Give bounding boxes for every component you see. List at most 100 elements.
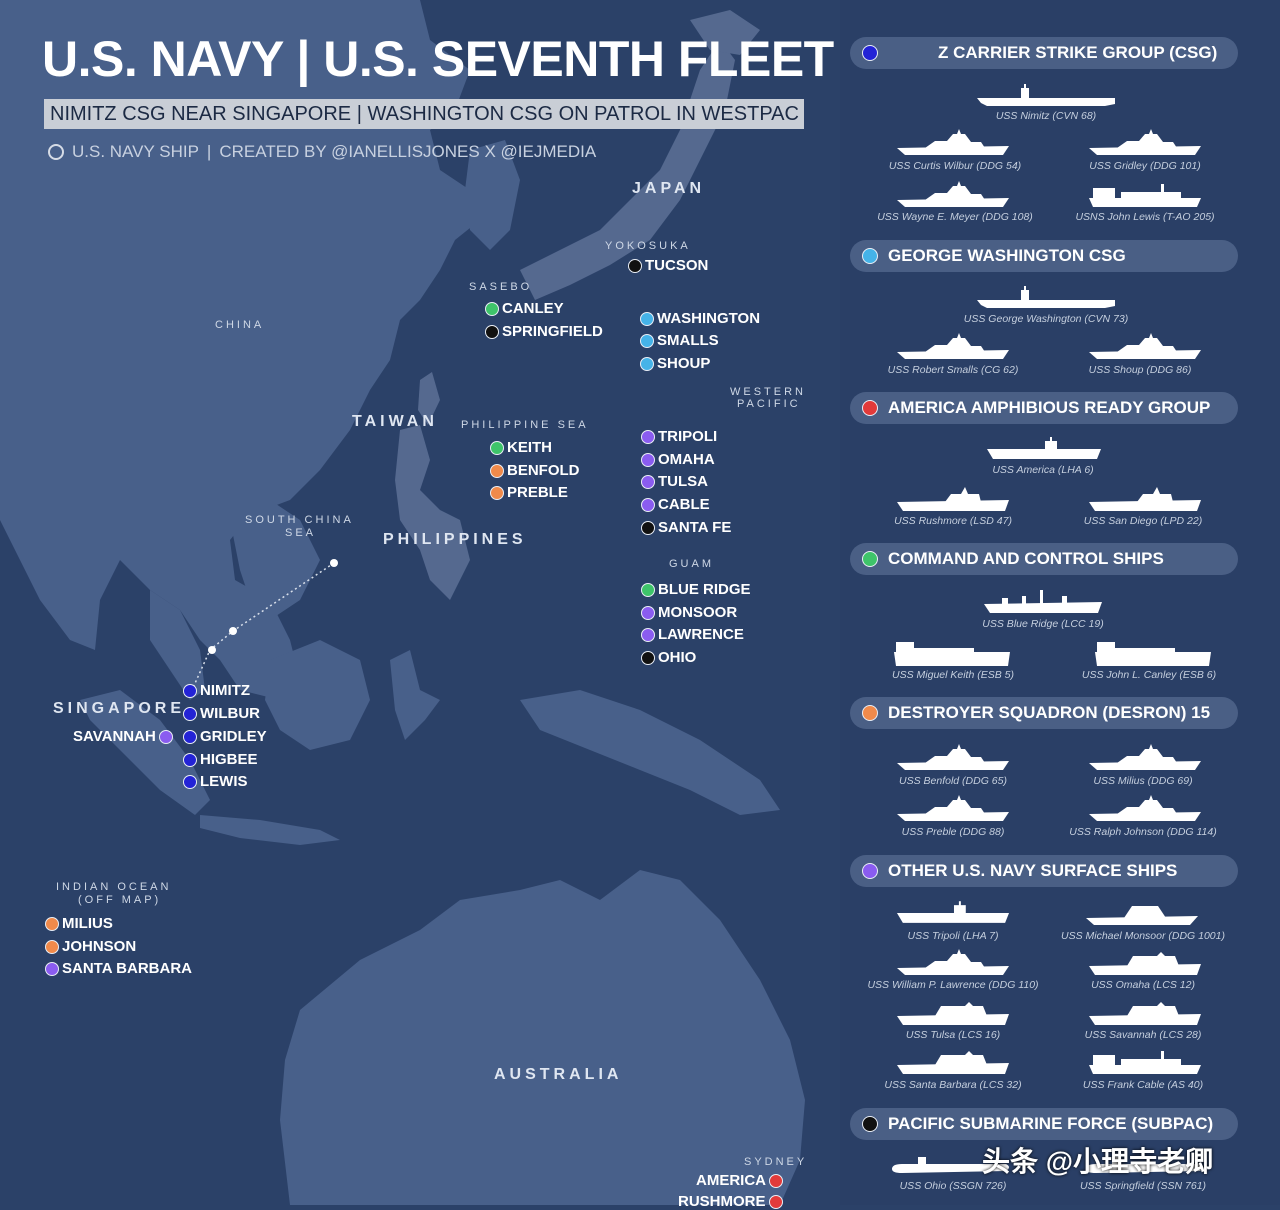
nimitz-route [191,562,335,691]
ship-marker-shoup[interactable]: SHOUP [640,355,710,372]
ship-caption: USS Frank Cable (AS 40) [1082,1079,1204,1091]
ship-marker-cable[interactable]: CABLE [641,496,710,513]
borneo [265,640,370,750]
region-china: CHINA [215,319,265,331]
ship-marker-savannah[interactable]: SAVANNAH [73,728,173,745]
ship-marker-wilbur[interactable]: WILBUR [183,705,260,722]
group-header-other-surface: OTHER U.S. NAVY SURFACE SHIPS [850,855,1238,887]
region-south-china-sea-1: SOUTH CHINA [245,514,354,526]
ship-caption: USS San Diego (LPD 22) [1083,515,1203,527]
ship-dot [490,440,504,455]
ship-marker-rushmore[interactable]: RUSHMORE [678,1193,783,1210]
ship-marker-blue-ridge[interactable]: BLUE RIDGE [641,581,751,598]
ship-dot [183,729,197,744]
ship-label: OMAHA [658,451,715,468]
ship-dot [158,729,173,744]
ship-caption: USS Tripoli (LHA 7) [907,930,999,942]
ship-dot [45,916,59,931]
ship-marker-smalls[interactable]: SMALLS [640,332,719,349]
ship-marker-santa-barbara[interactable]: SANTA BARBARA [45,960,192,977]
java [200,815,340,845]
ship-label: JOHNSON [62,938,137,955]
ship-label: CABLE [658,496,710,513]
ship-caption: USS Benfold (DDG 65) [899,775,1007,787]
ship-marker-johnson[interactable]: JOHNSON [45,938,136,955]
ship-caption: USS William P. Lawrence (DDG 110) [867,979,1039,991]
korea [465,140,520,250]
ship-dot [640,333,654,348]
ship-caption: USS Tulsa (LCS 16) [905,1029,1001,1041]
region-yokosuka: YOKOSUKA [605,240,691,252]
ship-dot [641,605,655,620]
ship-marker-omaha[interactable]: OMAHA [641,451,715,468]
destroyer-silhouette-icon [1087,794,1203,824]
ship-label: OHIO [658,649,697,666]
ship-marker-monsoor[interactable]: MONSOOR [641,604,737,621]
ship-caption: USS Curtis Wilbur (DDG 54) [888,160,1022,172]
group-title: PACIFIC SUBMARINE FORCE (SUBPAC) [888,1114,1214,1133]
ship-label: SHOUP [657,355,711,372]
ship-label: RUSHMORE [678,1193,766,1210]
ship-caption: USS Michael Monsoor (DDG 1001) [1061,930,1225,942]
region-taiwan: TAIWAN [352,413,438,430]
region-philippines: PHILIPPINES [383,531,527,548]
ship-caption: USS Omaha (LCS 12) [1091,979,1195,991]
ship-dot [45,939,59,954]
carrier-silhouette-icon [975,84,1117,110]
ship-dot [183,706,197,721]
ship-label: WILBUR [200,705,260,722]
ship-caption: USS Ohio (SSGN 726) [899,1180,1007,1192]
ship-marker-springfield[interactable]: SPRINGFIELD [485,323,603,340]
credit-text: CREATED BY @IANELLISJONES X @IEJMEDIA [219,142,597,161]
littoral-combat-ship-silhouette-icon [895,998,1011,1028]
ship-marker-canley[interactable]: CANLEY [485,300,564,317]
legend-line: U.S. NAVY SHIP | CREATED BY @IANELLISJON… [48,142,596,162]
destroyer-silhouette-icon [1087,128,1203,158]
destroyer-silhouette-icon [895,743,1011,773]
ship-marker-nimitz[interactable]: NIMITZ [183,682,250,699]
ship-dot [628,258,642,273]
ship-dot [640,356,654,371]
ship-marker-benfold[interactable]: BENFOLD [490,462,580,479]
destroyer-silhouette-icon [895,180,1011,210]
ship-marker-washington[interactable]: WASHINGTON [640,310,760,327]
indochina [230,500,320,620]
ship-label: BENFOLD [507,462,580,479]
ship-marker-tulsa[interactable]: TULSA [641,473,708,490]
ship-caption: USS Blue Ridge (LCC 19) [982,618,1104,630]
ship-marker-higbee[interactable]: HIGBEE [183,751,258,768]
dock-landing-ship-silhouette-icon [895,484,1011,514]
region-guam: GUAM [669,558,714,570]
ship-marker-santa-fe[interactable]: SANTA FE [641,519,731,536]
ship-marker-ohio[interactable]: OHIO [641,649,696,666]
ship-dot [641,474,655,489]
region-sydney: SYDNEY [744,1156,808,1168]
malay-peninsula [150,590,205,700]
ship-label: TULSA [658,473,708,490]
group-header-csg-z: Z CARRIER STRIKE GROUP (CSG) [850,37,1238,69]
region-australia: AUSTRALIA [494,1066,623,1083]
ship-label: SPRINGFIELD [502,323,603,340]
amphibious-assault-ship-silhouette-icon [985,437,1103,463]
ship-marker-lewis[interactable]: LEWIS [183,773,248,790]
expeditionary-base-silhouette-icon [1093,640,1213,668]
ship-label: LAWRENCE [658,626,744,643]
ship-marker-gridley[interactable]: GRIDLEY [183,728,267,745]
ship-marker-lawrence[interactable]: LAWRENCE [641,626,744,643]
ship-dot [641,650,655,665]
group-header-subpac: PACIFIC SUBMARINE FORCE (SUBPAC) [850,1108,1238,1140]
littoral-combat-ship-silhouette-icon [1087,998,1203,1028]
ship-label: KEITH [507,439,552,456]
group-dot [862,551,878,567]
ship-marker-keith[interactable]: KEITH [490,439,552,456]
ship-marker-tripoli[interactable]: TRIPOLI [641,428,717,445]
ship-label: SAVANNAH [73,728,156,745]
ship-marker-preble[interactable]: PREBLE [490,484,568,501]
ship-marker-america[interactable]: AMERICA [696,1172,783,1189]
group-header-command-control: COMMAND AND CONTROL SHIPS [850,543,1238,575]
ship-marker-milius[interactable]: MILIUS [45,915,113,932]
group-title: GEORGE WASHINGTON CSG [888,246,1126,265]
ship-marker-tucson[interactable]: TUCSON [628,257,708,274]
cruiser-silhouette-icon [895,332,1011,362]
legend-label: U.S. NAVY SHIP [72,142,199,161]
